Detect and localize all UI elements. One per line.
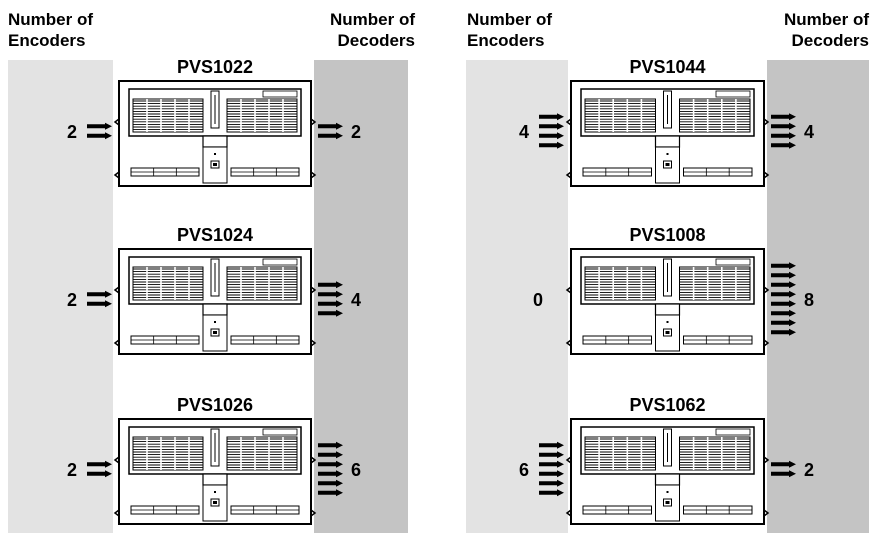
decoder-arrows-pvs1008 — [771, 262, 796, 336]
encoder-count-pvs1024: 2 — [67, 290, 77, 310]
decoder-count-pvs1062: 2 — [804, 460, 814, 480]
decoder-arrows-pvs1044 — [771, 113, 796, 149]
arrow-3 — [318, 309, 343, 317]
arrow-3 — [771, 141, 796, 149]
encoder-count-pvs1008: 0 — [533, 290, 543, 310]
decoder-count-pvs1026: 6 — [351, 460, 361, 480]
arrow-2 — [771, 281, 796, 289]
decoder-arrows-pvs1022 — [318, 122, 343, 140]
arrow-0 — [771, 262, 796, 270]
model-title-pvs1026: PVS1026 — [177, 395, 253, 415]
arrow-1 — [87, 132, 112, 140]
arrow-2 — [318, 300, 343, 308]
encoder-band-1 — [466, 60, 568, 533]
arrow-0 — [539, 441, 564, 449]
decoder-arrows-pvs1024 — [318, 281, 343, 317]
arrow-2 — [771, 132, 796, 140]
arrow-0 — [771, 113, 796, 121]
arrow-1 — [539, 122, 564, 130]
arrow-4 — [318, 479, 343, 487]
device-pvs1044 — [565, 80, 770, 187]
arrow-5 — [771, 309, 796, 317]
encoder-arrows-pvs1022 — [87, 122, 112, 140]
device-pvs1024 — [113, 248, 317, 355]
device-pvs1022 — [113, 80, 317, 187]
arrow-1 — [539, 451, 564, 459]
decoder-count-pvs1008: 8 — [804, 290, 814, 310]
arrow-0 — [87, 290, 112, 298]
arrow-1 — [771, 122, 796, 130]
decoders-header-right: Number of Decoders — [784, 10, 869, 50]
arrow-3 — [318, 470, 343, 478]
arrow-1 — [87, 300, 112, 308]
arrow-1 — [318, 132, 343, 140]
encoders-header-right: Number of Encoders — [467, 10, 552, 50]
decoder-count-pvs1044: 4 — [804, 122, 814, 142]
encoder-arrows-pvs1062 — [539, 441, 564, 497]
encoder-arrows-pvs1024 — [87, 290, 112, 308]
arrow-3 — [539, 470, 564, 478]
arrow-0 — [318, 281, 343, 289]
arrow-1 — [87, 470, 112, 478]
device-pvs1008 — [565, 248, 770, 355]
arrow-6 — [771, 319, 796, 327]
model-title-pvs1024: PVS1024 — [177, 225, 253, 245]
encoder-count-pvs1062: 6 — [519, 460, 529, 480]
model-title-pvs1044: PVS1044 — [629, 57, 705, 77]
decoder-band-1 — [767, 60, 869, 533]
device-pvs1026 — [113, 418, 317, 525]
decoder-arrows-pvs1062 — [771, 460, 796, 478]
arrow-0 — [539, 113, 564, 121]
arrow-2 — [539, 132, 564, 140]
encoder-count-pvs1044: 4 — [519, 122, 529, 142]
arrow-2 — [318, 460, 343, 468]
arrow-0 — [87, 122, 112, 130]
decoders-header-left: Number of Decoders — [330, 10, 415, 50]
encoder-arrows-pvs1044 — [539, 113, 564, 149]
arrow-3 — [771, 290, 796, 298]
decoder-count-pvs1022: 2 — [351, 122, 361, 142]
decoder-count-pvs1024: 4 — [351, 290, 361, 310]
arrow-0 — [318, 441, 343, 449]
arrow-4 — [771, 300, 796, 308]
arrow-0 — [318, 122, 343, 130]
arrow-1 — [771, 470, 796, 478]
arrow-0 — [771, 460, 796, 468]
encoder-count-pvs1022: 2 — [67, 122, 77, 142]
arrow-5 — [539, 489, 564, 497]
encoder-count-pvs1026: 2 — [67, 460, 77, 480]
model-title-pvs1062: PVS1062 — [629, 395, 705, 415]
model-title-pvs1022: PVS1022 — [177, 57, 253, 77]
encoder-arrows-pvs1026 — [87, 460, 112, 478]
encoders-header-left: Number of Encoders — [8, 10, 93, 50]
model-title-pvs1008: PVS1008 — [629, 225, 705, 245]
decoder-arrows-pvs1026 — [318, 441, 343, 497]
arrow-5 — [318, 489, 343, 497]
encoder-band-0 — [8, 60, 113, 533]
device-pvs1062 — [565, 418, 770, 525]
arrow-4 — [539, 479, 564, 487]
arrow-0 — [87, 460, 112, 468]
arrow-2 — [539, 460, 564, 468]
arrow-1 — [771, 271, 796, 279]
arrow-3 — [539, 141, 564, 149]
arrow-1 — [318, 451, 343, 459]
arrow-7 — [771, 328, 796, 336]
arrow-1 — [318, 290, 343, 298]
